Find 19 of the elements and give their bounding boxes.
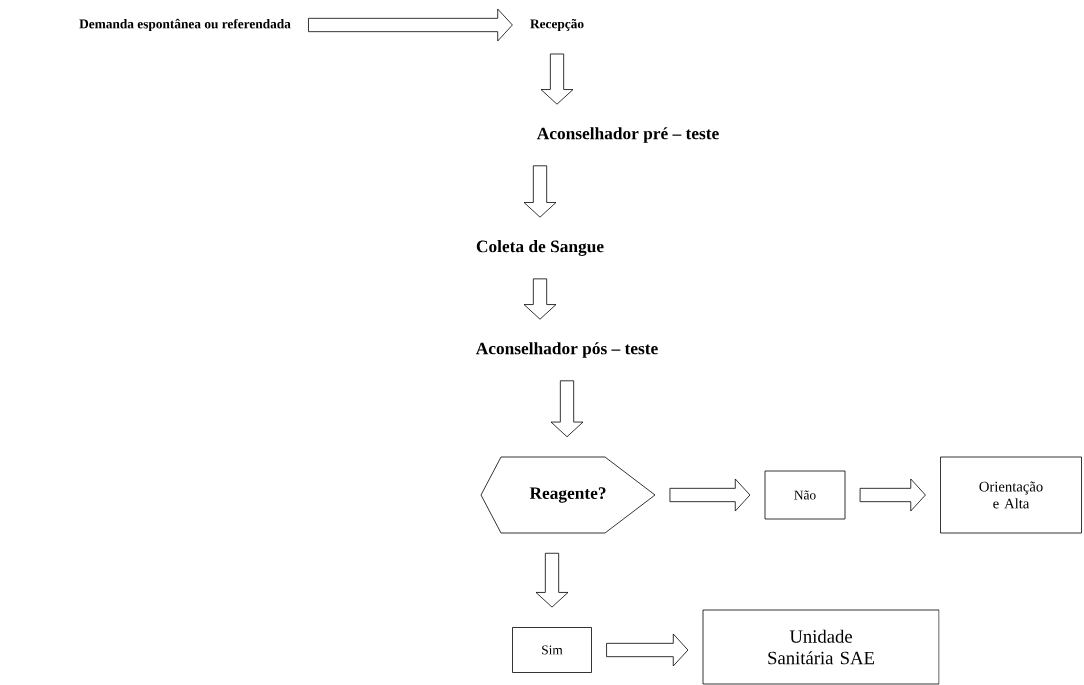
block-arrow xyxy=(523,278,557,320)
process-box: Sim xyxy=(512,627,592,673)
step-label: Recepção xyxy=(530,18,584,32)
process-box: Orientação e Alta xyxy=(940,456,1082,534)
step-label: Demanda espontânea ou referendada xyxy=(79,18,291,32)
block-arrow xyxy=(308,8,513,42)
step-label: Aconselhador pós – teste xyxy=(475,342,658,358)
block-arrow xyxy=(859,478,926,512)
step-label: Aconselhador pré – teste xyxy=(536,127,719,143)
block-arrow xyxy=(523,165,557,218)
decision-hexagon: Reagente? xyxy=(480,456,656,534)
process-box: Unidade Sanitária SAE xyxy=(702,609,940,685)
block-arrow xyxy=(669,478,751,512)
block-arrow xyxy=(540,53,574,105)
block-arrow xyxy=(550,380,584,438)
step-label: Coleta de Sangue xyxy=(476,240,604,256)
block-arrow xyxy=(535,552,569,608)
block-arrow xyxy=(606,633,689,667)
process-box: Não xyxy=(764,470,846,520)
